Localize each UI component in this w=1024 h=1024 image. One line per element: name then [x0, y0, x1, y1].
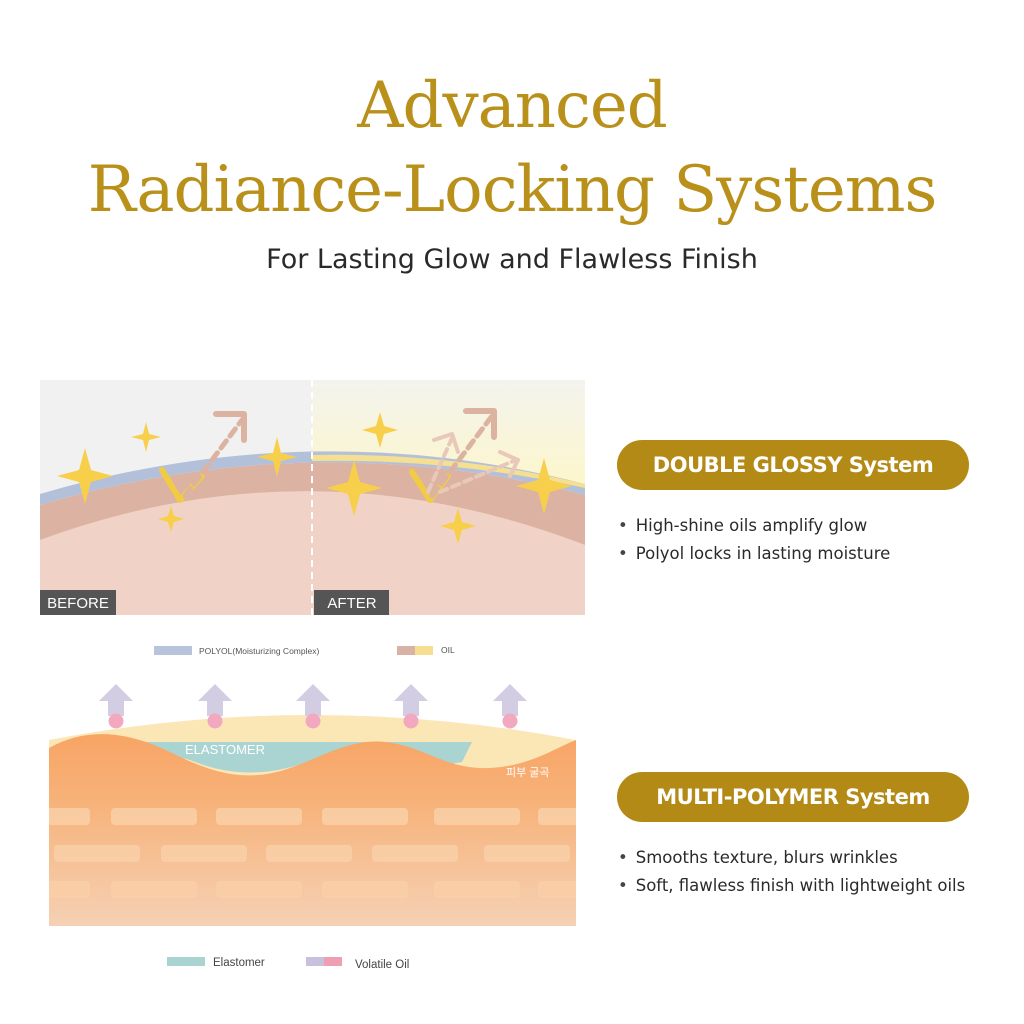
legend-polyol-swatch	[154, 646, 192, 655]
bullet-item: Soft, flawless finish with lightweight o…	[618, 872, 966, 900]
legend-elastomer-label: Elastomer	[213, 957, 265, 969]
double-glossy-bullets: High-shine oils amplify glow Polyol lock…	[618, 512, 891, 568]
multi-reflection-arrow-icon	[409, 408, 520, 503]
legend-volatile-swatch-2	[324, 957, 342, 966]
bullet-item: Smooths texture, blurs wrinkles	[618, 844, 965, 872]
title-line-2: Radiance-Locking Systems	[87, 153, 938, 227]
multi-polymer-bullets: Smooths texture, blurs wrinkles Soft, fl…	[618, 844, 966, 900]
double-glossy-badge: DOUBLE GLOSSY System	[617, 440, 969, 490]
subtitle: For Lasting Glow and Flawless Finish	[266, 244, 758, 275]
skin-layer-mid	[40, 462, 585, 545]
oil-layer-after	[312, 454, 585, 488]
polymer-diagram: ELASTOMER 피부 굴곡	[49, 690, 576, 926]
skin-texture-label: 피부 굴곡	[506, 766, 550, 779]
polymer-legend: Elastomer Volatile Oil	[167, 957, 409, 971]
reflection-arrow-icon	[159, 411, 247, 503]
legend-volatile-swatch-1	[306, 957, 324, 966]
glossy-diagram: BEFORE AFTER	[40, 380, 585, 615]
elastomer-label: ELASTOMER	[185, 742, 265, 757]
legend-oil-label: OIL	[441, 645, 455, 655]
legend-volatile-label: Volatile Oil	[355, 959, 409, 971]
title-line-1: Advanced	[357, 69, 667, 143]
legend-elastomer-swatch	[167, 957, 205, 966]
after-label-bg	[314, 590, 389, 615]
before-label: BEFORE	[47, 595, 109, 612]
evaporation-arrow-icon	[99, 684, 527, 729]
skin-texture-layer	[49, 734, 576, 926]
bullet-item: High-shine oils amplify glow	[618, 512, 890, 540]
glossy-legend: POLYOL(Moisturizing Complex) OIL	[154, 645, 455, 656]
sparkle-icon	[57, 412, 572, 544]
multi-polymer-badge: MULTI-POLYMER System	[617, 772, 969, 822]
legend-oil-swatch-1	[397, 646, 415, 655]
skin-cells	[49, 808, 576, 898]
bullet-item: Polyol locks in lasting moisture	[618, 540, 891, 568]
legend-polyol-label: POLYOL(Moisturizing Complex)	[199, 646, 319, 656]
legend-oil-swatch-2	[415, 646, 433, 655]
after-label: AFTER	[327, 595, 376, 612]
before-label-bg	[40, 590, 116, 615]
